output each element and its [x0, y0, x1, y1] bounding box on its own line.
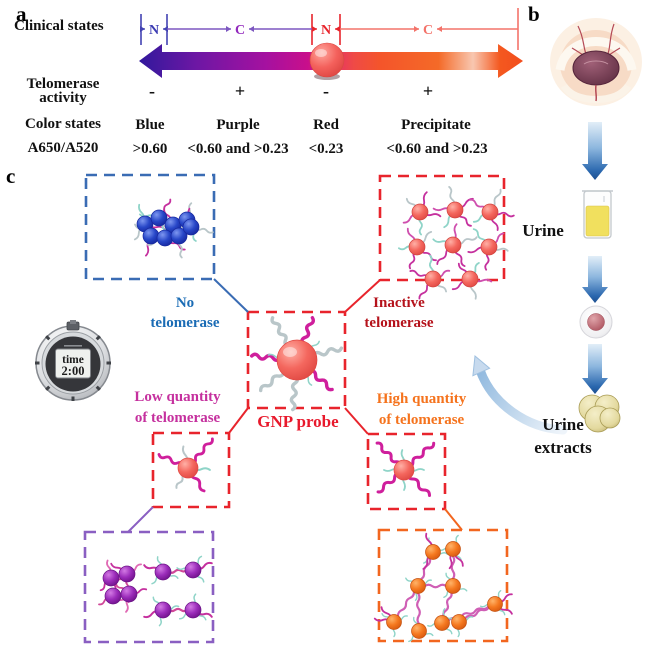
dispersed-red-gnps	[398, 186, 515, 300]
low-quantity-line2: of telomerase	[134, 410, 221, 426]
urine-beaker	[582, 190, 613, 239]
urine-label: Urine	[522, 221, 564, 240]
scale-letter: N	[149, 23, 159, 38]
color-value-precipitate: Precipitate	[401, 117, 471, 133]
down-arrow-3	[582, 344, 608, 394]
panel-b-letter: b	[528, 2, 540, 26]
inactive-telomerase-line2: telomerase	[364, 315, 434, 331]
connector-line	[127, 506, 154, 533]
aggregated-blue-gnps-box	[84, 173, 216, 281]
color-gradient-arrow	[139, 42, 523, 80]
dashed-boxes	[83, 173, 509, 644]
connector-line	[344, 407, 369, 435]
low-quantity-gnp-box	[151, 431, 231, 509]
gnp-probe-box	[246, 310, 347, 410]
low-quantity-line1: Low quantity	[134, 389, 221, 405]
panel-a-letter: a	[16, 2, 27, 26]
connector-line	[228, 407, 249, 434]
urine-extracts-blob	[578, 394, 621, 433]
inactive-telomerase-label: Inactive telomerase	[343, 293, 455, 333]
urine-extracts-line1: Urine	[542, 415, 584, 434]
telomerase-activity-line1: Telomerase	[26, 76, 100, 92]
telomerase-activity-label: Telomerase activity	[7, 76, 119, 106]
color-value-red: Red	[313, 117, 339, 133]
low-quantity-gnp	[157, 437, 214, 493]
high-quantity-gnp-box	[366, 432, 447, 511]
low-quantity-label: Low quantity of telomerase	[115, 387, 240, 429]
inactive-telomerase-line1: Inactive	[373, 295, 425, 311]
aggregated-blue-gnps	[133, 198, 214, 259]
dispersed-red-gnps-box	[378, 174, 506, 282]
color-states-label: Color states	[25, 116, 101, 132]
color-value-blue: Blue	[135, 117, 165, 133]
color-value-purple: Purple	[216, 117, 260, 133]
high-quantity-line2: of telomerase	[378, 412, 465, 428]
ratio-value-3: <0.23	[308, 141, 344, 157]
gnp-probe-illustration	[250, 316, 344, 412]
gnp-probe-label: GNP probe	[257, 412, 339, 431]
no-telomerase-label: No telomerase	[130, 293, 240, 333]
orange-gnp-network	[373, 532, 513, 643]
ratio-value-1: >0.60	[132, 141, 168, 157]
scale-letter: N	[321, 23, 331, 38]
down-arrow-2	[582, 256, 608, 303]
activity-value-4: +	[422, 81, 434, 101]
centrifuge-pellet	[579, 305, 613, 339]
timer-time-label: time	[62, 354, 84, 366]
high-quantity-line1: High quantity	[376, 391, 467, 407]
activity-value-3: -	[323, 81, 329, 101]
urine-extracts-label: Urine extracts	[518, 413, 608, 459]
clinical-states-label: Clinical states	[14, 18, 104, 34]
activity-value-1: -	[149, 81, 155, 101]
curved-arrow	[472, 355, 568, 435]
connector-line	[444, 508, 463, 531]
connector-line	[213, 278, 249, 313]
urine-extracts-line2: extracts	[534, 438, 592, 457]
no-telomerase-line2: telomerase	[150, 315, 220, 331]
red-gnp-ball	[309, 42, 345, 78]
connector-lines	[127, 278, 463, 533]
connector-line	[344, 279, 381, 313]
ratio-value-2: <0.60 and >0.23	[187, 141, 289, 157]
ratio-label: A650/A520	[27, 140, 99, 156]
activity-value-2: +	[234, 81, 246, 101]
purple-gnps	[98, 555, 213, 627]
telomerase-activity-line2: activity	[39, 90, 87, 106]
orange-network-box	[377, 528, 509, 643]
bladder-illustration	[550, 18, 642, 106]
ratio-value-4: <0.60 and >0.23	[386, 141, 488, 157]
high-quantity-gnp	[375, 441, 436, 497]
scale-letter: C	[235, 23, 245, 38]
panel-c-letter: c	[6, 164, 16, 188]
scale-letter: C	[423, 23, 433, 38]
purple-gnps-box	[83, 530, 215, 644]
down-arrow-1	[582, 122, 608, 180]
high-quantity-label: High quantity of telomerase	[358, 389, 485, 431]
no-telomerase-line1: No	[175, 295, 195, 311]
timer-time-value: 2:00	[62, 364, 85, 378]
